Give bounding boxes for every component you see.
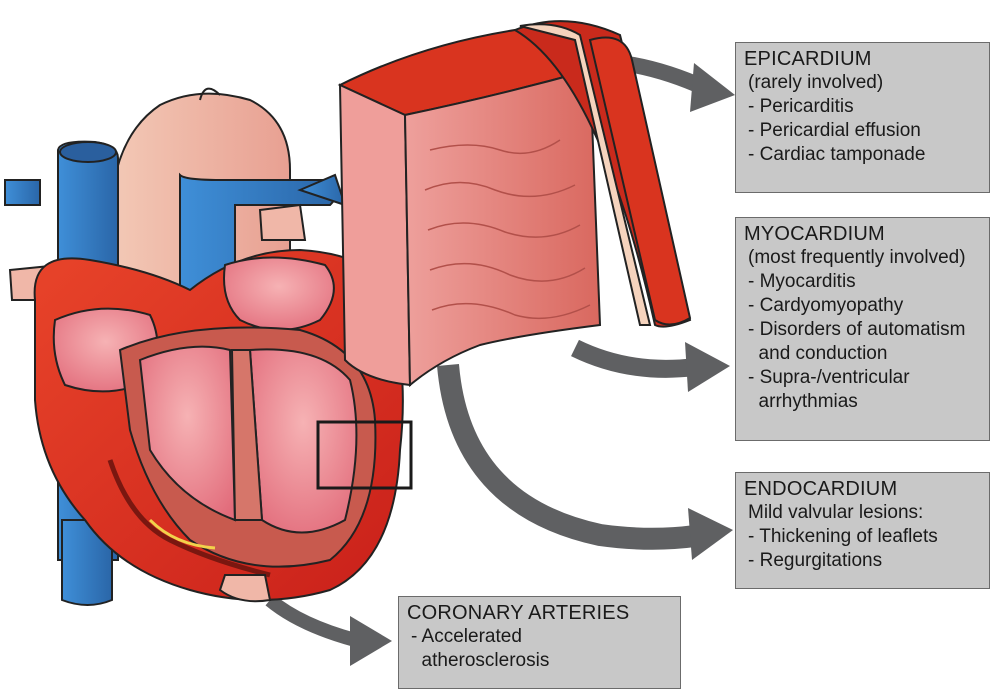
list-item: arrhythmias bbox=[744, 390, 981, 414]
arrow-coronary bbox=[270, 600, 355, 640]
epicardium-box: EPICARDIUM (rarely involved) - Pericardi… bbox=[735, 42, 990, 193]
epicardium-subtitle: (rarely involved) bbox=[744, 71, 981, 95]
list-item: - Accelerated bbox=[407, 625, 672, 649]
list-item: - Disorders of automatism bbox=[744, 318, 981, 342]
left-ventricle bbox=[250, 349, 356, 532]
coronary-arteries-list: - Accelerated atherosclerosis bbox=[407, 625, 672, 673]
arrow-coronary-head bbox=[350, 616, 392, 666]
myocardium-title: MYOCARDIUM bbox=[744, 222, 981, 246]
pulmonary-vein-left bbox=[5, 180, 40, 205]
endocardium-box: ENDOCARDIUM Mild valvular lesions: - Thi… bbox=[735, 472, 990, 589]
myocardium-subtitle: (most frequently involved) bbox=[744, 246, 981, 270]
myocardium-box: MYOCARDIUM (most frequently involved) - … bbox=[735, 217, 990, 441]
coronary-arteries-title: CORONARY ARTERIES bbox=[407, 601, 672, 625]
myocardium-list: - Myocarditis - Cardyomyopathy - Disorde… bbox=[744, 270, 981, 414]
list-item: - Thickening of leaflets bbox=[744, 525, 981, 549]
list-item: - Cardyomyopathy bbox=[744, 294, 981, 318]
arrow-myocardium bbox=[575, 348, 695, 369]
coronary-arteries-box: CORONARY ARTERIES - Accelerated atherosc… bbox=[398, 596, 681, 689]
arrow-endocardium bbox=[448, 365, 695, 539]
epicardium-title: EPICARDIUM bbox=[744, 47, 981, 71]
list-item: - Myocarditis bbox=[744, 270, 981, 294]
arrow-myocardium-head bbox=[685, 342, 730, 392]
list-item: - Regurgitations bbox=[744, 549, 981, 573]
epicardium-list: - Pericarditis - Pericardial effusion - … bbox=[744, 95, 981, 167]
left-atrium bbox=[224, 258, 334, 331]
list-item: - Pericardial effusion bbox=[744, 119, 981, 143]
list-item: - Pericarditis bbox=[744, 95, 981, 119]
list-item: - Supra-/ventricular bbox=[744, 366, 981, 390]
block-left-face bbox=[340, 85, 410, 385]
arrow-endocardium-head bbox=[688, 508, 733, 560]
tissue-block bbox=[340, 21, 690, 385]
list-item: and conduction bbox=[744, 342, 981, 366]
arrow-epicardium-head bbox=[690, 63, 735, 112]
endocardium-title: ENDOCARDIUM bbox=[744, 477, 981, 501]
list-item: - Cardiac tamponade bbox=[744, 143, 981, 167]
endocardium-subtitle: Mild valvular lesions: bbox=[744, 501, 981, 525]
list-item: atherosclerosis bbox=[407, 649, 672, 673]
endocardium-list: - Thickening of leaflets - Regurgitation… bbox=[744, 525, 981, 573]
right-pulmonary-vein bbox=[260, 205, 305, 240]
